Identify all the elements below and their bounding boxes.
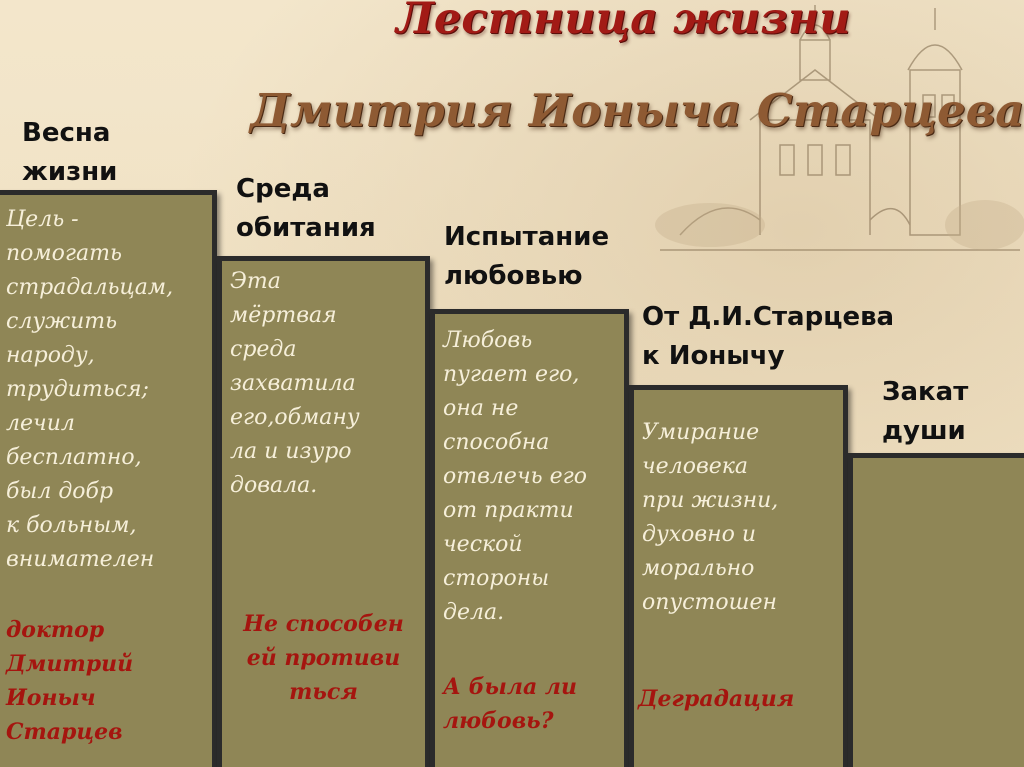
- step-label-sunset-of-soul: Закат души: [882, 377, 969, 446]
- title-line-1: Лестница жизни: [396, 0, 851, 44]
- step-label-to-ionych: От Д.И.Старцева к Ионычу: [642, 302, 895, 371]
- step-4-block: Умирание человека при жизни, духовно и м…: [629, 385, 848, 767]
- step-1-block: Цель - помогать страдальцам, служить нар…: [0, 190, 217, 767]
- title-line-2: Дмитрия Ионыча Старцева: [250, 84, 1024, 137]
- step-1-note: доктор Дмитрий Ионыч Старцев: [6, 617, 134, 745]
- step-2-description: Эта мёртвая среда захватила его,обману л…: [230, 269, 360, 498]
- step-3-description: Любовь пугает его, она не способна отвле…: [443, 328, 587, 625]
- step-2-block: Эта мёртвая среда захватила его,обману л…: [217, 256, 430, 767]
- church-illustration: [655, 5, 1024, 251]
- step-1-description: Цель - помогать страдальцам, служить нар…: [6, 207, 174, 572]
- step-3-block: Любовь пугает его, она не способна отвле…: [430, 309, 629, 767]
- step-4-note: Деградация: [638, 686, 795, 712]
- step-5-block: [848, 453, 1024, 767]
- step-2-note: Не способен ей противи ться: [243, 611, 404, 705]
- step-3-note: А была ли любовь?: [443, 674, 577, 734]
- step-label-environment: Среда обитания: [236, 174, 376, 243]
- step-4-description: Умирание человека при жизни, духовно и м…: [642, 420, 779, 615]
- step-label-spring-of-life: Весна жизни: [22, 118, 118, 187]
- step-label-love-test: Испытание любовью: [444, 222, 610, 291]
